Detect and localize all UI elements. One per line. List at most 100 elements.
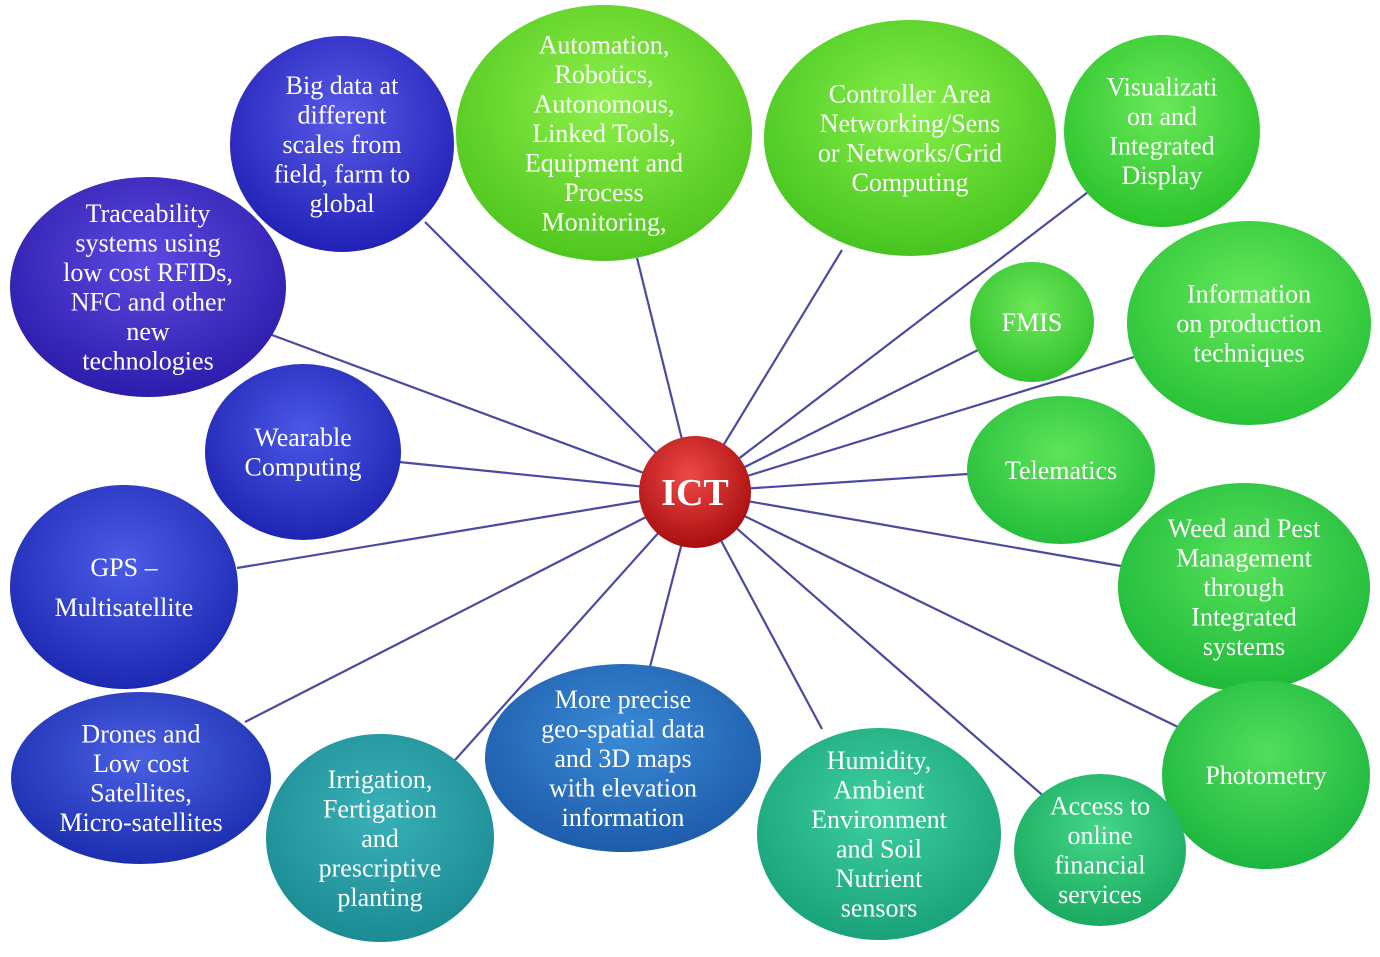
node-controller-area-bubble bbox=[764, 20, 1056, 256]
node-automation-line-6: Monitoring, bbox=[542, 207, 667, 236]
node-automation-line-5: Process bbox=[564, 178, 643, 207]
node-traceability-line-4: new bbox=[126, 317, 170, 346]
node-information-bubble bbox=[1127, 221, 1371, 425]
node-controller-area-line-1: Networking/Sens bbox=[820, 109, 1001, 138]
node-wearable-line-1: Computing bbox=[244, 453, 361, 482]
connector-big-data bbox=[424, 221, 696, 493]
node-geo-spatial-line-2: and 3D maps bbox=[554, 744, 691, 773]
node-weed-pest-line-3: Integrated bbox=[1191, 602, 1296, 631]
hub-circle bbox=[639, 436, 751, 548]
node-weed-pest-line-4: systems bbox=[1203, 632, 1285, 661]
node-gps-line-1: Multisatellite bbox=[55, 593, 194, 622]
node-humidity-line-3: and Soil bbox=[836, 835, 922, 864]
node-visualization-line-3: Display bbox=[1122, 161, 1203, 190]
node-humidity-line-1: Ambient bbox=[834, 776, 926, 805]
connector-weed-pest bbox=[694, 490, 1122, 568]
node-visualization-line-2: Integrated bbox=[1109, 132, 1214, 161]
node-fmis-bubble bbox=[970, 262, 1094, 382]
node-weed-pest-bubble bbox=[1118, 483, 1370, 691]
node-gps-bubble bbox=[10, 485, 238, 689]
node-financial-line-2: financial bbox=[1055, 851, 1146, 880]
node-automation-line-2: Autonomous, bbox=[534, 89, 675, 118]
connector-gps bbox=[236, 490, 696, 570]
node-financial-line-0: Access to bbox=[1050, 792, 1150, 821]
connector-traceability bbox=[271, 333, 696, 494]
node-visualization-line-1: on and bbox=[1127, 102, 1197, 131]
node-weed-pest-line-0: Weed and Pest bbox=[1168, 514, 1321, 543]
node-traceability-line-5: technologies bbox=[82, 347, 213, 376]
node-drones-line-1: Low cost bbox=[93, 749, 190, 778]
node-geo-spatial-line-4: information bbox=[562, 803, 685, 832]
node-humidity-line-4: Nutrient bbox=[836, 864, 923, 893]
connector-financial bbox=[694, 491, 1049, 801]
node-traceability-line-2: low cost RFIDs, bbox=[63, 258, 233, 287]
node-fmis: FMIS bbox=[970, 262, 1094, 382]
connector-drones bbox=[244, 491, 696, 723]
node-humidity-bubble bbox=[757, 728, 1001, 940]
node-gps: GPS – Multisatellite bbox=[10, 485, 238, 689]
node-photometry-bubble bbox=[1162, 681, 1370, 869]
node-photometry-line-0: Photometry bbox=[1205, 761, 1326, 790]
node-information-line-0: Information bbox=[1187, 279, 1311, 308]
node-drones-bubble bbox=[11, 692, 271, 864]
node-visualization-line-0: Visualizati bbox=[1106, 73, 1217, 102]
connector-photometry bbox=[694, 491, 1181, 729]
node-irrigation-bubble bbox=[266, 734, 494, 942]
node-controller-area-line-2: or Networks/Grid bbox=[818, 139, 1002, 168]
node-fmis-line-0: FMIS bbox=[1002, 308, 1063, 337]
connector-information bbox=[694, 355, 1135, 494]
node-financial-bubble bbox=[1014, 774, 1186, 926]
node-information-line-1: on production bbox=[1176, 309, 1321, 338]
node-weed-pest-line-2: through bbox=[1204, 573, 1285, 602]
node-weed-pest: Weed and PestManagementthroughIntegrated… bbox=[1118, 483, 1370, 691]
node-weed-pest-line-1: Management bbox=[1176, 543, 1313, 572]
node-automation-line-1: Robotics, bbox=[555, 60, 654, 89]
node-controller-area-line-0: Controller Area bbox=[829, 80, 992, 109]
node-drones-line-2: Satellites, bbox=[90, 779, 192, 808]
hub-node: ICT bbox=[639, 436, 751, 548]
node-big-data-line-3: field, farm to bbox=[274, 159, 410, 188]
node-gps-line-0: GPS – bbox=[90, 553, 158, 582]
node-traceability-line-0: Traceability bbox=[86, 199, 211, 228]
node-automation-bubble bbox=[456, 5, 752, 261]
node-big-data-line-4: global bbox=[310, 189, 375, 218]
node-geo-spatial-line-1: geo-spatial data bbox=[541, 714, 705, 743]
node-big-data-line-1: different bbox=[297, 100, 387, 129]
node-big-data-line-0: Big data at bbox=[286, 71, 399, 100]
node-automation: Automation,Robotics,Autonomous,Linked To… bbox=[456, 5, 752, 261]
node-wearable-line-0: Wearable bbox=[254, 423, 352, 452]
node-irrigation-line-3: prescriptive bbox=[319, 853, 442, 882]
node-humidity-line-0: Humidity, bbox=[827, 746, 931, 775]
node-drones-line-0: Drones and bbox=[81, 720, 200, 749]
node-geo-spatial-line-0: More precise bbox=[555, 685, 691, 714]
node-traceability-line-1: systems using bbox=[75, 229, 220, 258]
connector-irrigation bbox=[446, 491, 696, 770]
node-information-line-2: techniques bbox=[1193, 338, 1304, 367]
node-humidity-line-5: sensors bbox=[841, 894, 918, 923]
node-visualization-bubble bbox=[1064, 35, 1260, 227]
node-automation-line-3: Linked Tools, bbox=[532, 119, 676, 148]
node-traceability-bubble bbox=[10, 177, 286, 397]
node-geo-spatial-line-3: with elevation bbox=[549, 773, 697, 802]
node-big-data-line-2: scales from bbox=[282, 130, 401, 159]
node-financial-line-3: services bbox=[1058, 880, 1142, 909]
node-telematics-line-0: Telematics bbox=[1005, 456, 1117, 485]
node-financial-line-1: online bbox=[1068, 821, 1133, 850]
node-traceability-line-3: NFC and other bbox=[71, 288, 226, 317]
connector-visualization bbox=[694, 191, 1089, 493]
node-telematics: Telematics bbox=[967, 396, 1155, 544]
node-irrigation-line-4: planting bbox=[337, 883, 422, 912]
node-drones-line-3: Micro-satellites bbox=[59, 808, 222, 837]
node-irrigation-line-1: Fertigation bbox=[323, 794, 437, 823]
node-automation-line-4: Equipment and bbox=[525, 148, 683, 177]
